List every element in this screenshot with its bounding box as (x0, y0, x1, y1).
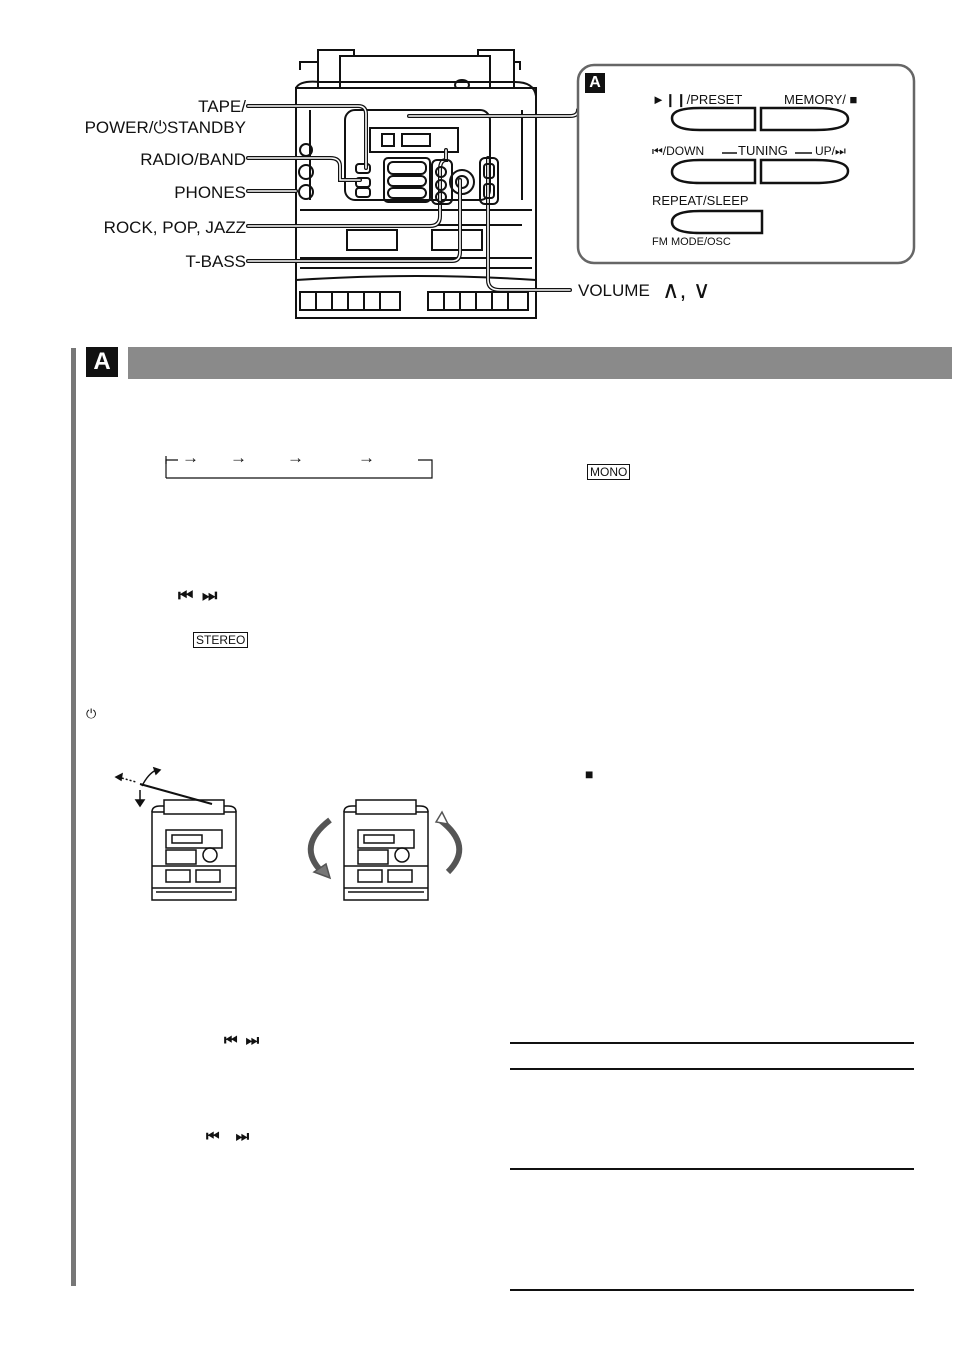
label-down: ⏮/DOWN (652, 144, 705, 158)
cycle-arrow-3: → (287, 448, 304, 467)
cycle-arrow-1: → (182, 448, 199, 467)
label-fm-mode-osc: FM MODE/OSC (652, 236, 731, 248)
table-rule-3 (510, 1168, 914, 1170)
label-rock-pop-jazz: ROCK, POP, JAZZ (103, 218, 246, 237)
volume-up-down-icons: ∧, ∨ (662, 277, 711, 304)
label-memory-stop: MEMORY/ ■ (784, 92, 858, 107)
skip-icons-3: ⏮ ⏭ (206, 1128, 256, 1145)
label-volume: VOLUME (578, 281, 650, 300)
label-t-bass: T-BASS (185, 252, 246, 271)
unit-illustration (246, 49, 916, 319)
label-tuning: TUNING (738, 143, 788, 158)
skip-icons-1: ⏮ ⏭ (178, 586, 220, 605)
section-left-bar (71, 348, 76, 1286)
section-header-bar (128, 347, 952, 379)
mono-indicator: MONO (587, 464, 631, 480)
label-up: UP/⏭ (815, 144, 846, 158)
table-rule-4 (510, 1289, 914, 1291)
unit-figure: TAPE/ POWER/⏻STANDBY RADIO/BAND PHONES R… (0, 0, 954, 330)
stereo-indicator: STEREO (193, 632, 249, 648)
label-radio-band: RADIO/BAND (140, 150, 246, 169)
section-a-badge: A (86, 347, 118, 377)
panel-a-badge: A (585, 73, 605, 93)
label-power-standby: POWER/⏻STANDBY (84, 118, 246, 137)
cycle-arrow-4: → (358, 448, 375, 467)
label-tape: TAPE/ (198, 97, 246, 116)
label-play-preset: ►❙❙/PRESET (652, 92, 743, 107)
label-phones: PHONES (174, 183, 246, 202)
skip-icons-2: ⏮ ⏭ (224, 1032, 262, 1049)
stop-symbol: ■ (585, 766, 594, 782)
table-rule-1 (510, 1042, 914, 1044)
cycle-arrow-2: → (230, 448, 247, 467)
label-repeat-sleep: REPEAT/SLEEP (652, 193, 749, 208)
table-rule-2 (510, 1068, 914, 1070)
standby-symbol: ⏻ (86, 706, 97, 721)
